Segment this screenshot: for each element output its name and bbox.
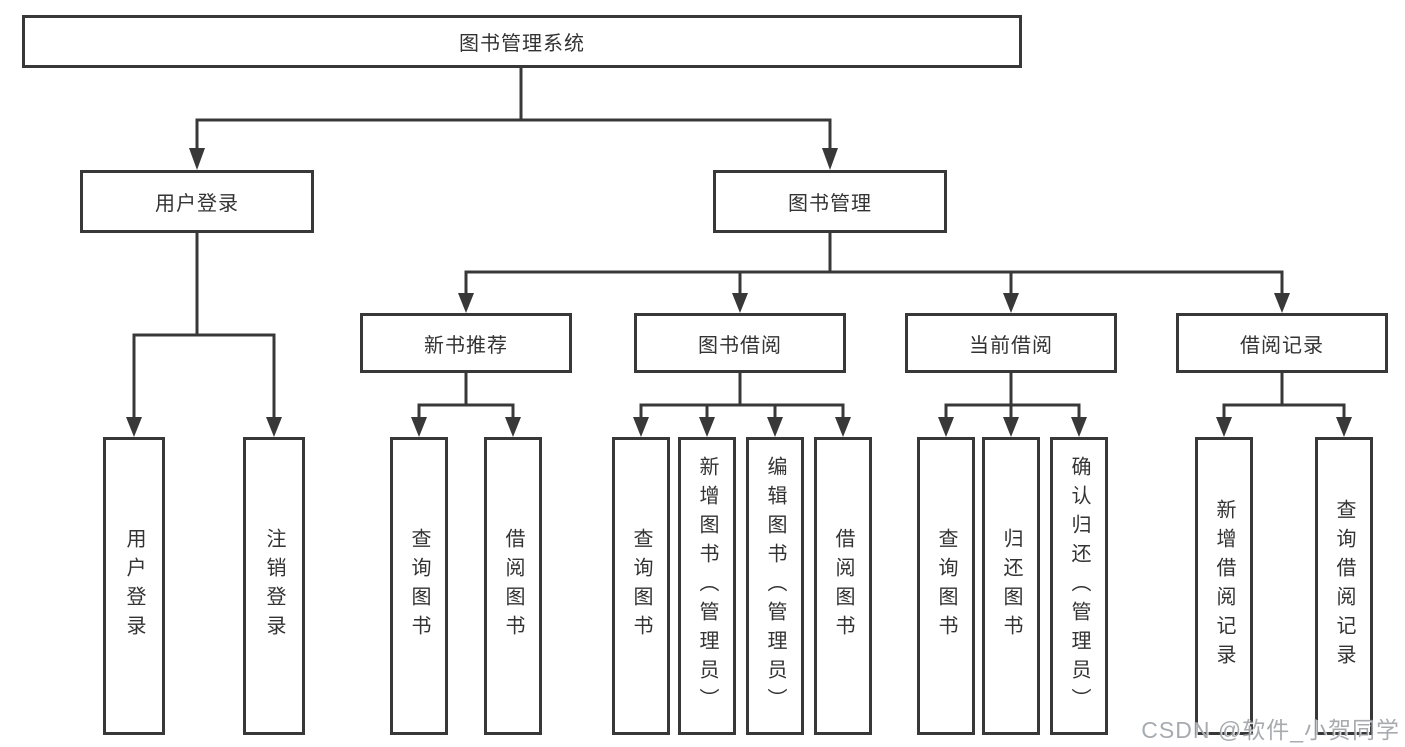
node-label: 查询借阅记录	[1333, 499, 1355, 673]
node-root-system: 图书管理系统	[22, 15, 1022, 68]
csdn-watermark: CSDN @软件_小贺同学	[1141, 711, 1400, 745]
node-label: 图书管理	[788, 193, 872, 215]
watermark-text: CSDN @软件_小贺同学	[1141, 717, 1400, 743]
leaf-add-borrow-record: 新增借阅记录	[1195, 437, 1253, 735]
node-label: 新增借阅记录	[1213, 499, 1235, 673]
node-label: 用户登录	[123, 528, 145, 644]
node-label: 图书管理系统	[459, 33, 585, 55]
leaf-borrow-books-1: 借阅图书	[484, 437, 542, 735]
node-label: 图书借阅	[698, 334, 782, 357]
leaf-user-login: 用户登录	[103, 437, 165, 735]
node-label: 编辑图书（管理员）	[764, 455, 786, 717]
leaf-query-books-1: 查询图书	[390, 437, 448, 735]
node-label: 查询图书	[408, 528, 430, 644]
leaf-query-books-2: 查询图书	[612, 437, 670, 735]
node-label: 查询图书	[935, 528, 957, 644]
node-current-borrow: 当前借阅	[905, 313, 1117, 373]
node-borrow-records: 借阅记录	[1176, 313, 1388, 373]
node-label: 新增图书（管理员）	[696, 455, 718, 717]
node-user-login: 用户登录	[80, 170, 314, 233]
node-label: 借阅记录	[1240, 334, 1324, 357]
leaf-logout: 注销登录	[243, 437, 305, 735]
node-label: 注销登录	[263, 528, 285, 644]
node-book-management: 图书管理	[713, 170, 947, 233]
node-label: 当前借阅	[969, 334, 1053, 357]
node-book-borrow: 图书借阅	[634, 313, 846, 373]
node-label: 归还图书	[1000, 528, 1022, 644]
leaf-borrow-books-2: 借阅图书	[814, 437, 872, 735]
leaf-return-books: 归还图书	[982, 437, 1040, 735]
node-label: 确认归还（管理员）	[1068, 455, 1090, 717]
node-label: 查询图书	[630, 528, 652, 644]
node-label: 借阅图书	[502, 528, 524, 644]
node-label: 用户登录	[155, 193, 239, 215]
node-label: 借阅图书	[832, 528, 854, 644]
node-new-book-recommend: 新书推荐	[360, 313, 572, 373]
node-label: 新书推荐	[424, 334, 508, 357]
leaf-query-books-3: 查询图书	[917, 437, 975, 735]
leaf-query-borrow-record: 查询借阅记录	[1315, 437, 1373, 735]
leaf-edit-books-admin: 编辑图书（管理员）	[746, 437, 804, 735]
leaf-confirm-return-admin: 确认归还（管理员）	[1050, 437, 1108, 735]
leaf-add-books-admin: 新增图书（管理员）	[678, 437, 736, 735]
